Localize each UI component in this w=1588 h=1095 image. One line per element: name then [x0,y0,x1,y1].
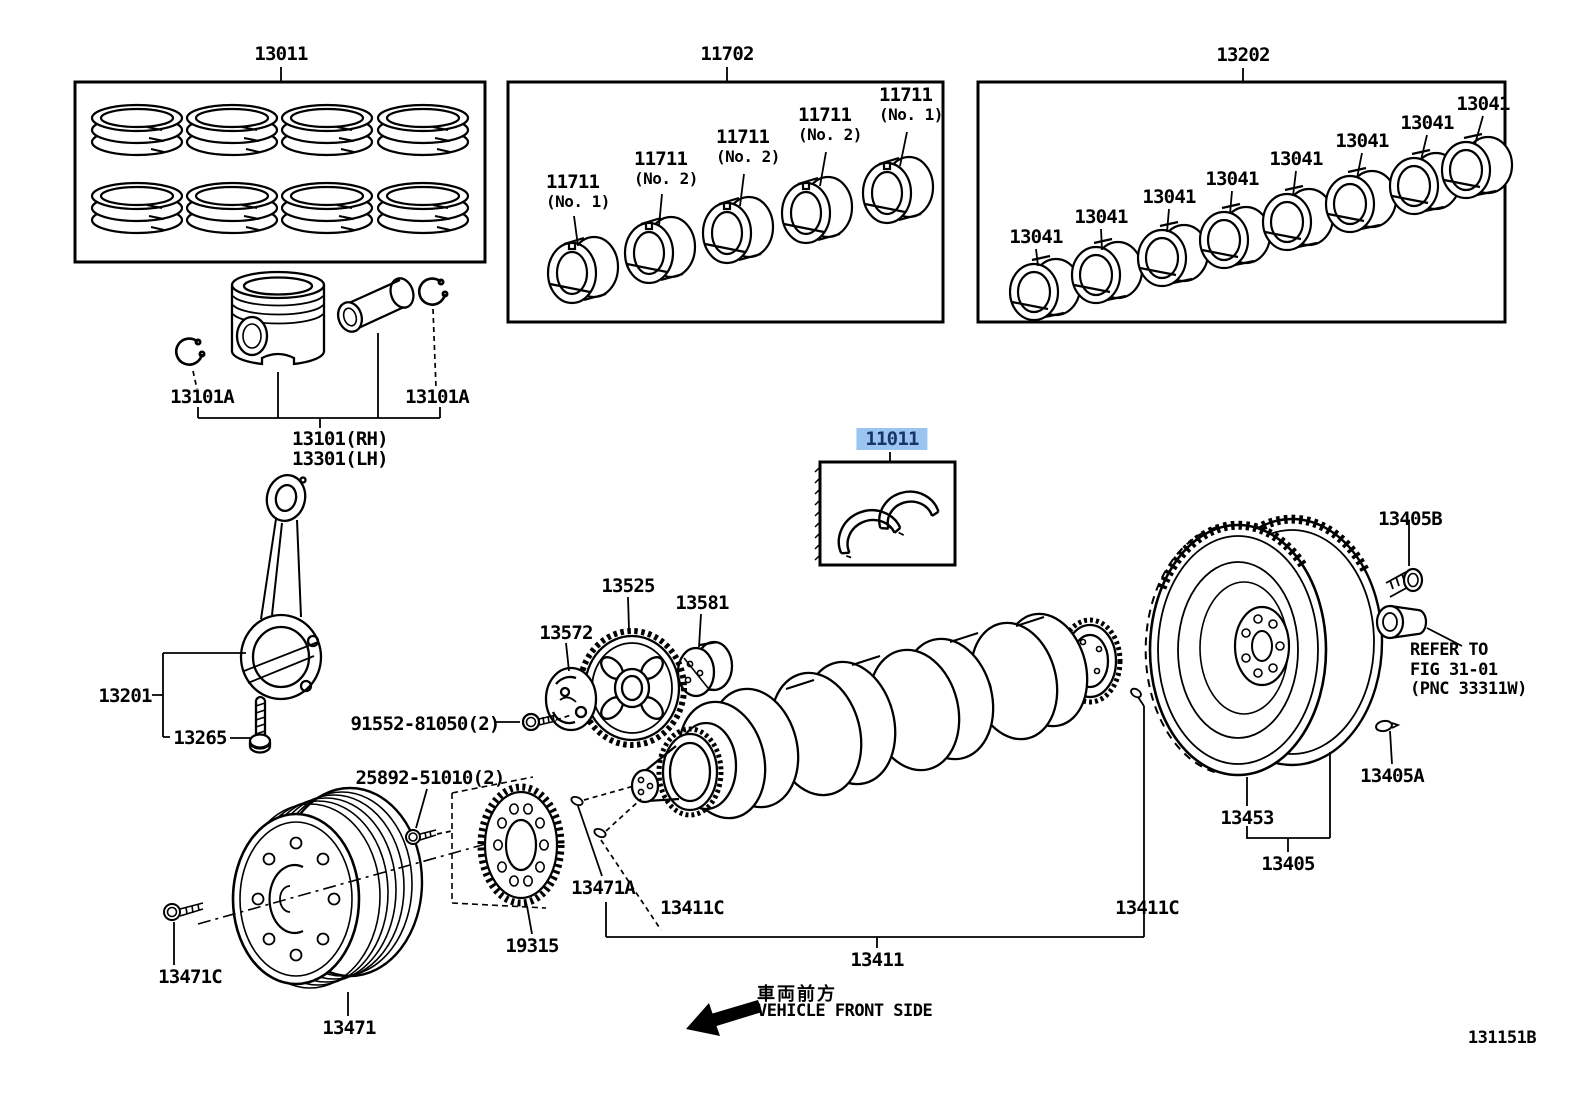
part-label-13471C[interactable]: 13471C [158,966,223,988]
part-label-13453[interactable]: 13453 [1220,807,1274,829]
group-connecting-rod [239,474,323,754]
part-label-13405B[interactable]: 13405B [1378,508,1443,530]
part-label-11011-highlighted[interactable]: 11011 [856,428,928,450]
group-piston [174,270,449,366]
part-number-lh: 13301(LH) [292,448,389,470]
group-thrust-washers [837,490,940,559]
part-label-11711-no2-b[interactable]: 11711 (No. 2) [716,127,780,167]
part-number: 11711 [546,171,600,193]
part-label-13101A-right[interactable]: 13101A [405,386,470,408]
part-label-13411C-left[interactable]: 13411C [660,897,725,919]
part-label-13041-7[interactable]: 13041 [1400,112,1454,134]
front-side-label-jp: 車両前方 [757,984,837,1005]
part-label-11711-no2-c[interactable]: 11711 (No. 2) [798,105,862,145]
refer-note: REFER TO FIG 31-01 (PNC 33311W) [1410,640,1527,700]
group-sensor-plate [405,776,565,909]
part-label-13041-1[interactable]: 13041 [1009,226,1063,248]
part-label-13202[interactable]: 13202 [1216,44,1270,66]
part-label-11711-no1-left[interactable]: 11711 (No. 1) [546,172,610,212]
part-label-13041-5[interactable]: 13041 [1269,148,1323,170]
part-label-13041-4[interactable]: 13041 [1205,168,1259,190]
part-label-11711-no1-right[interactable]: 11711 (No. 1) [879,85,943,125]
part-label-91552-81050[interactable]: 91552-81050(2) [350,713,501,735]
part-subnumber: (No. 1) [546,192,610,211]
part-label-piston[interactable]: 13101(RH) 13301(LH) [292,428,389,470]
part-subnumber: (No. 2) [634,169,698,188]
part-subnumber: (No. 2) [716,147,780,166]
front-side-label-en: VEHICLE FRONT SIDE [757,1001,933,1021]
part-label-13265[interactable]: 13265 [173,727,227,749]
part-label-13041-8[interactable]: 13041 [1456,93,1510,115]
part-number: 11711 [634,148,688,170]
part-label-25892-51010[interactable]: 25892-51010(2) [355,767,506,789]
part-number: 11711 [798,104,852,126]
group-dashed-leaders [192,308,662,931]
part-label-13201[interactable]: 13201 [98,685,152,707]
part-label-13471[interactable]: 13471 [322,1017,376,1039]
refer-line-2: FIG 31-01 [1410,659,1498,680]
part-label-13581[interactable]: 13581 [675,592,729,614]
refer-line-1: REFER TO [1410,640,1488,660]
refer-line-3: (PNC 33311W) [1410,679,1527,699]
part-label-11711-no2-a[interactable]: 11711 (No. 2) [634,149,698,189]
part-label-13411[interactable]: 13411 [850,949,904,971]
group-piston-ring-sets [90,103,470,235]
group-boxes [73,80,1507,567]
part-label-11702[interactable]: 11702 [700,43,754,65]
group-crankshaft [568,612,1142,840]
group-pulley [163,786,537,989]
figure-code: 131151B [1467,1028,1537,1048]
part-number: 11711 [879,84,933,106]
part-label-13525[interactable]: 13525 [601,575,655,597]
part-subnumber: (No. 2) [798,125,862,144]
part-label-13405[interactable]: 13405 [1261,853,1315,875]
part-number-rh: 13101(RH) [292,428,389,450]
part-label-13405A[interactable]: 13405A [1360,765,1425,787]
group-timing-gears [521,628,734,748]
group-flywheel [1144,514,1428,777]
part-label-13572[interactable]: 13572 [539,622,593,644]
part-label-13101A-left[interactable]: 13101A [170,386,235,408]
part-label-13011[interactable]: 13011 [254,43,308,65]
part-label-13411C-right[interactable]: 13411C [1115,897,1180,919]
part-subnumber: (No. 1) [879,105,943,124]
group-leader-lines [152,67,1484,1016]
part-label-13041-2[interactable]: 13041 [1074,206,1128,228]
part-label-13041-3[interactable]: 13041 [1142,186,1196,208]
part-number: 11711 [716,126,770,148]
part-label-13471A[interactable]: 13471A [571,877,636,899]
part-label-13041-6[interactable]: 13041 [1335,130,1389,152]
front-direction-arrow [686,1000,762,1036]
part-label-19315[interactable]: 19315 [505,935,559,957]
